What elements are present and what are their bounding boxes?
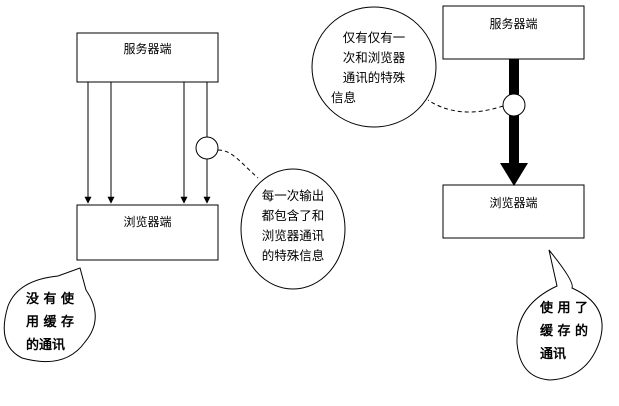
right-callout-line-1: 使 用 了 (540, 301, 589, 316)
right-callout-bubble (516, 249, 603, 381)
right-note-line-2: 次和浏览器 (342, 50, 406, 65)
left-note-line-2: 都包含了和 (261, 208, 325, 223)
left-info-marker (195, 136, 219, 160)
left-callout-line-3: 的通讯 (26, 338, 66, 353)
left-note-line-3: 浏览器通讯 (261, 228, 325, 243)
left-server-label: 服务器端 (123, 42, 172, 56)
left-server-box (76, 32, 219, 83)
right-note-text: 仅有仅有一 次和浏览器 通讯的特殊 信息 (321, 28, 427, 108)
right-callout-line-3: 通讯 (540, 347, 567, 362)
left-note-ellipse (240, 168, 346, 290)
left-dashed-connector (217, 149, 259, 179)
right-browser-label: 浏览器端 (489, 196, 538, 210)
left-note-text: 每一次输出 都包含了和 浏览器通讯 的特殊信息 (241, 186, 345, 266)
left-browser-label: 浏览器端 (123, 215, 172, 229)
left-callout-line-1: 没 有 使 (26, 292, 75, 307)
right-server-label: 服务器端 (489, 17, 538, 31)
left-note-line-4: 的特殊信息 (261, 248, 325, 263)
right-note-ellipse (311, 6, 437, 128)
left-note-line-1: 每一次输出 (261, 188, 325, 203)
left-callout-line-2: 用 缓 存 (26, 315, 75, 330)
right-thick-arrow-head (500, 163, 528, 186)
right-dashed-connector (427, 99, 504, 113)
right-callout-line-2: 缓 存 的 (540, 324, 589, 339)
left-browser-box (76, 204, 219, 261)
right-callout-text: 使 用 了 缓 存 的 通讯 (540, 297, 610, 366)
left-callout-bubble (3, 267, 96, 363)
right-info-marker (502, 93, 526, 117)
right-note-line-4: 信息 (331, 90, 357, 105)
right-note-line-3: 通讯的特殊 (342, 70, 406, 85)
left-callout-text: 没 有 使 用 缓 存 的通讯 (26, 288, 106, 357)
right-note-line-1: 仅有仅有一 (342, 30, 406, 45)
right-browser-box (442, 184, 585, 239)
